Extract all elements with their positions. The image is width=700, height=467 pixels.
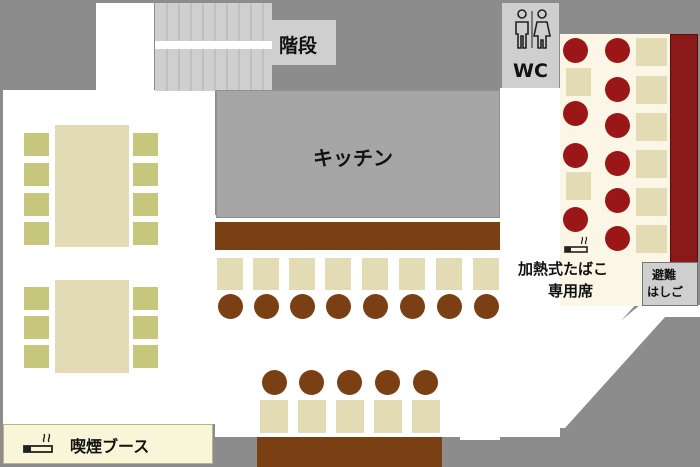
cigarette-icon — [23, 433, 53, 453]
counter-stool — [290, 294, 315, 319]
heated-tobacco-icon — [564, 236, 588, 253]
counter-seat — [253, 258, 279, 290]
booth-stool — [605, 151, 630, 176]
counter-stool — [262, 370, 287, 395]
booth-stool — [605, 113, 630, 138]
counter-stool — [299, 370, 324, 395]
booth-seat — [636, 188, 667, 216]
booth-stool — [563, 101, 588, 126]
counter-seat — [412, 400, 440, 433]
booth-stool — [563, 38, 588, 63]
booth-seat — [566, 172, 591, 200]
counter-stool — [337, 370, 362, 395]
right-corridor — [500, 88, 560, 288]
heated-tobacco-label: 加熱式たばこ — [518, 260, 609, 278]
counter-stool — [363, 294, 388, 319]
booth-stool — [605, 188, 630, 213]
booth-stool — [605, 77, 630, 102]
counter-stool — [413, 370, 438, 395]
stairs-label: 階段 — [279, 35, 318, 57]
table-chair — [24, 163, 49, 186]
booth-seat — [566, 68, 591, 96]
kitchen-label: キッチン — [313, 146, 393, 170]
counter-seat — [217, 258, 243, 290]
booth-stool — [605, 226, 630, 251]
table-chair — [24, 345, 49, 368]
stairs — [155, 3, 272, 91]
counter-seat — [473, 258, 499, 290]
counter-seat — [336, 400, 364, 433]
table-chair — [24, 316, 49, 339]
smoking-booth-label: 喫煙ブース — [70, 437, 150, 456]
booth-wall — [670, 34, 698, 306]
booth-stool — [563, 207, 588, 232]
table-chair — [133, 316, 158, 339]
kitchen — [216, 90, 500, 218]
counter-seat — [374, 400, 402, 433]
smoking-booth — [3, 424, 213, 464]
wc-label: WC — [513, 60, 548, 82]
table-chair — [133, 287, 158, 310]
table-chair — [133, 222, 158, 245]
booth-seat — [636, 76, 667, 104]
table-chair — [133, 345, 158, 368]
table-chair — [24, 287, 49, 310]
stairs-label-bg — [272, 20, 336, 65]
dining-table — [55, 125, 129, 247]
booth-seat — [636, 225, 667, 253]
dining-table — [55, 280, 129, 373]
counter-stool — [375, 370, 400, 395]
bottom-counter — [257, 437, 442, 467]
booth-stool — [563, 143, 588, 168]
counter-stool — [474, 294, 499, 319]
counter-seat — [399, 258, 425, 290]
counter-seat — [436, 258, 462, 290]
counter-stool — [254, 294, 279, 319]
table-chair — [133, 133, 158, 156]
kitchen-counter — [215, 222, 500, 250]
counter-seat — [260, 400, 288, 433]
escape-ladder-label-line2: はしご — [647, 285, 684, 299]
booth-seat — [636, 150, 667, 178]
counter-seat — [289, 258, 315, 290]
escape-ladder — [642, 262, 698, 306]
entrance-corridor — [96, 3, 154, 93]
counter-stool — [218, 294, 243, 319]
counter-stool — [326, 294, 351, 319]
counter-seat — [298, 400, 326, 433]
table-chair — [24, 133, 49, 156]
escape-ladder-label-line1: 避難 — [652, 268, 677, 282]
table-chair — [133, 163, 158, 186]
booth-seat — [636, 113, 667, 141]
restroom-icon — [515, 9, 551, 49]
booth-stool — [605, 38, 630, 63]
dedicated-seats-label: 専用席 — [548, 282, 594, 300]
wc-room — [502, 3, 559, 88]
table-chair — [24, 193, 49, 216]
table-chair — [24, 222, 49, 245]
counter-stool — [437, 294, 462, 319]
booth-seat — [636, 38, 667, 66]
table-chair — [133, 193, 158, 216]
counter-seat — [362, 258, 388, 290]
counter-seat — [325, 258, 351, 290]
counter-stool — [400, 294, 425, 319]
